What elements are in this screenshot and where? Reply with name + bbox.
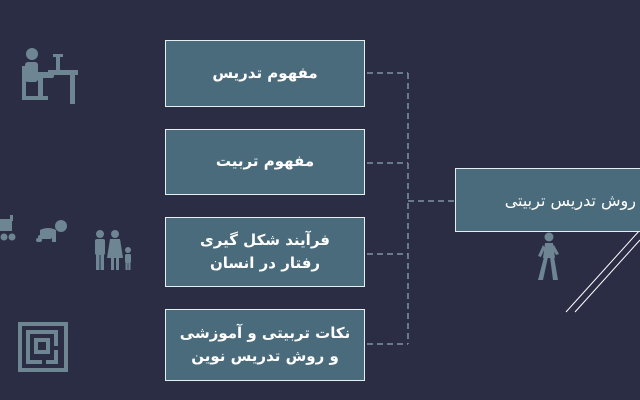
walking-person-icon — [538, 232, 559, 280]
branch-label-line: و روش تدریس نوین — [191, 347, 339, 365]
branch-box-upbringing-concept: مفهوم تربیت — [165, 129, 365, 195]
branch-label: فرآیند شکل گیری رفتار در انسان — [200, 229, 330, 276]
crawling-baby-icon — [36, 220, 67, 242]
person-at-desk-icon — [22, 48, 78, 104]
branch-label-line: رفتار در انسان — [209, 254, 321, 272]
branch-box-educational-tips: نکات تربیتی و آموزشی و روش تدریس نوین — [165, 309, 365, 381]
branch-label: نکات تربیتی و آموزشی و روش تدریس نوین — [180, 322, 350, 369]
main-topic-box: روش تدریس تربیتی — [455, 168, 640, 232]
diagonal-lines-decoration — [565, 229, 640, 313]
branch-box-behavior-formation: فرآیند شکل گیری رفتار در انسان — [165, 217, 365, 287]
branch-label: مفهوم تربیت — [215, 152, 315, 171]
maze-icon — [18, 322, 68, 372]
branch-label-line: فرآیند شکل گیری — [200, 230, 330, 249]
family-icon — [95, 230, 131, 270]
main-topic-label: روش تدریس تربیتی — [504, 190, 636, 210]
branch-label: مفهوم تدریس — [212, 63, 318, 82]
branch-label-line: نکات تربیتی و آموزشی — [179, 323, 351, 342]
baby-stroller-icon — [0, 215, 16, 241]
branch-box-teaching-concept: مفهوم تدریس — [165, 40, 365, 107]
